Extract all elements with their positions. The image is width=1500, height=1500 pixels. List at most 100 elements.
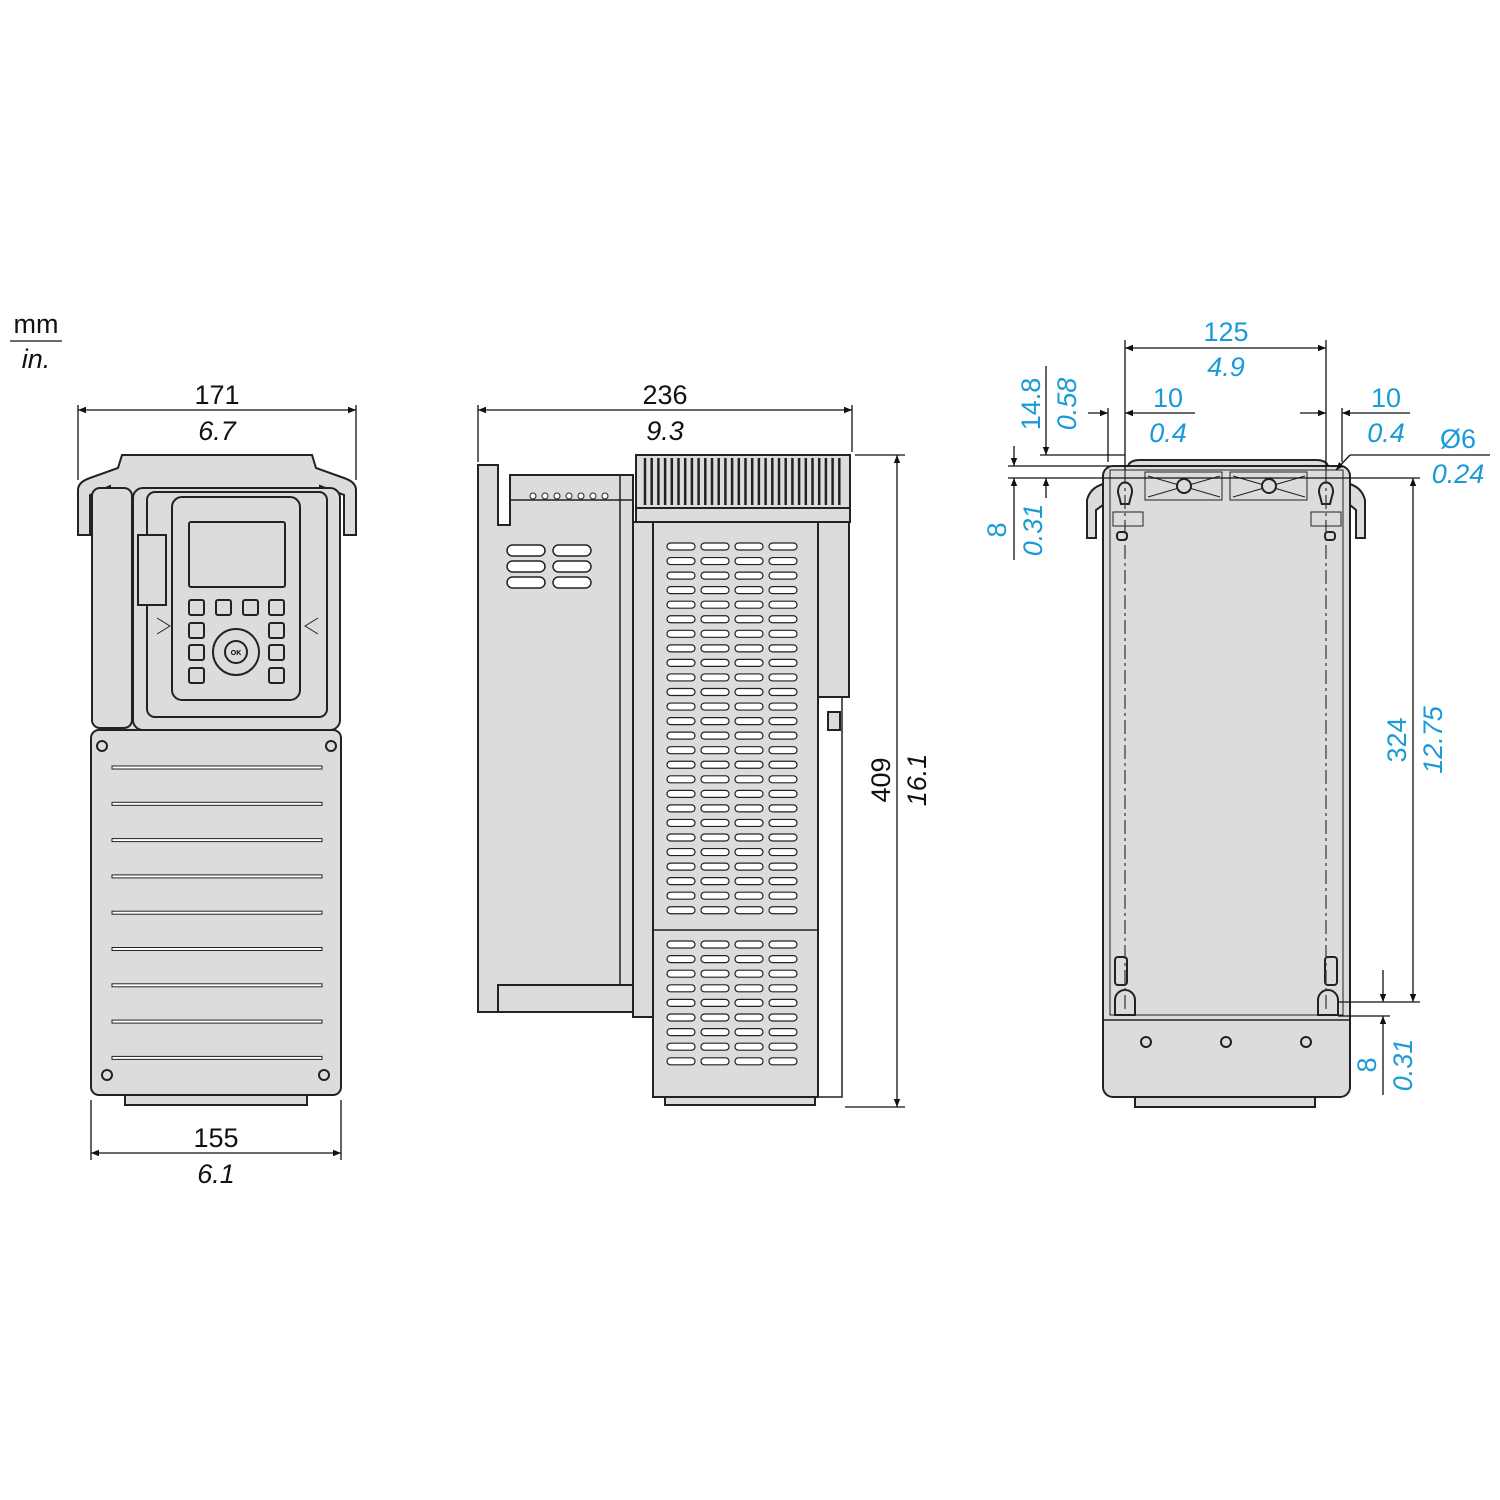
- vent-slot: [666, 847, 696, 857]
- vent-slot: [666, 1013, 696, 1022]
- keypad-ok-button: [224, 640, 248, 664]
- vent-slot: [768, 615, 798, 624]
- units-legend: mm in.: [10, 309, 62, 374]
- ok-label: OK: [231, 650, 242, 657]
- vent-slot: [768, 1057, 798, 1066]
- unit-in: in.: [22, 344, 51, 374]
- vent-slot: [734, 1013, 764, 1022]
- vent-slot: [700, 877, 730, 886]
- vent-slot: [768, 833, 798, 842]
- vent-slot: [700, 687, 730, 697]
- vent-slot: [768, 600, 798, 609]
- vent-slot: [734, 658, 764, 668]
- hole-vertical-spacing-mm: 324: [1382, 717, 1412, 762]
- cover-groove: [111, 1019, 323, 1024]
- vent-slot: [666, 687, 696, 697]
- vent-slot: [700, 658, 730, 668]
- vent-slot: [666, 644, 696, 653]
- vent-slot: [666, 969, 696, 978]
- vent-slot: [734, 789, 764, 798]
- vent-slot: [768, 940, 798, 949]
- vent-slot: [768, 644, 798, 653]
- hole-diameter-in: 0.24: [1432, 459, 1485, 489]
- hole-spacing-in: 4.9: [1207, 352, 1245, 382]
- vent-slot: [734, 673, 764, 682]
- vent-slot: [700, 716, 730, 726]
- vent-slot: [666, 775, 696, 784]
- vent-slot: [666, 586, 696, 595]
- side-vent: [506, 544, 546, 557]
- vent-slot: [734, 804, 764, 813]
- vent-slot: [734, 998, 764, 1008]
- vent-slot: [666, 1057, 696, 1066]
- cover-groove: [111, 947, 323, 951]
- vent-slot: [700, 862, 730, 871]
- vent-slot: [700, 644, 730, 653]
- vent-slot: [666, 940, 696, 949]
- vent-slot: [700, 804, 730, 813]
- vent-slot: [700, 891, 730, 900]
- hole-vertical-spacing-in: 12.75: [1418, 705, 1448, 774]
- vent-slot: [666, 658, 696, 668]
- vent-slot: [734, 702, 764, 711]
- depth-mm: 236: [642, 380, 687, 410]
- vent-slot: [700, 1057, 730, 1066]
- cover-groove: [111, 801, 323, 806]
- vent-slot: [768, 998, 798, 1008]
- vent-slot: [700, 818, 730, 828]
- vent-slot: [700, 954, 730, 964]
- side-vents: [506, 492, 609, 589]
- vent-slot: [734, 687, 764, 697]
- vent-slot: [768, 1027, 798, 1037]
- vent-slot: [768, 658, 798, 668]
- cover-groove: [111, 874, 323, 879]
- vent-slot: [700, 702, 730, 711]
- vent-slot: [734, 644, 764, 653]
- vent-slot: [700, 984, 730, 993]
- vent-slot: [666, 542, 696, 551]
- top-offset-in: 0.58: [1052, 378, 1082, 431]
- vent-slot: [700, 940, 730, 949]
- side-vent: [552, 576, 592, 589]
- vent-slot: [666, 600, 696, 609]
- vent-slot: [700, 833, 730, 842]
- unit-mm: mm: [14, 309, 59, 339]
- vent-slot: [734, 818, 764, 828]
- vent-slot: [666, 673, 696, 682]
- vent-slot: [768, 775, 798, 784]
- vent-slot: [768, 1042, 798, 1051]
- vent-slot: [734, 984, 764, 993]
- vent-slot: [666, 998, 696, 1008]
- side-vent: [552, 544, 592, 557]
- vent-slot: [768, 862, 798, 871]
- vent-slot: [768, 818, 798, 828]
- front-view: OK: [77, 454, 357, 1106]
- vent-slot: [768, 716, 798, 726]
- vent-slot: [768, 804, 798, 813]
- depth-in: 9.3: [646, 416, 684, 446]
- vent-slot: [734, 600, 764, 609]
- vent-slot: [700, 673, 730, 682]
- vent-slot: [768, 891, 798, 900]
- side-vent: [506, 576, 546, 589]
- hole-diameter-mm: Ø6: [1440, 424, 1476, 454]
- vent-slot: [700, 1042, 730, 1051]
- side-view: [477, 454, 851, 1106]
- vent-slots: [666, 542, 798, 1066]
- vent-slot: [700, 789, 730, 798]
- right-offset-mm: 10: [1371, 383, 1401, 413]
- vent-slot: [734, 906, 764, 915]
- vent-slot: [768, 687, 798, 697]
- vent-slot: [768, 702, 798, 711]
- right-offset-in: 0.4: [1367, 418, 1405, 448]
- vent-slot: [666, 906, 696, 915]
- vent-slot: [700, 847, 730, 857]
- vent-slot: [666, 746, 696, 755]
- vent-slot: [734, 586, 764, 595]
- side-vent: [552, 560, 592, 573]
- vent-slot: [700, 775, 730, 784]
- vent-slot: [666, 760, 696, 769]
- vent-slot: [700, 731, 730, 740]
- vent-slot: [700, 998, 730, 1008]
